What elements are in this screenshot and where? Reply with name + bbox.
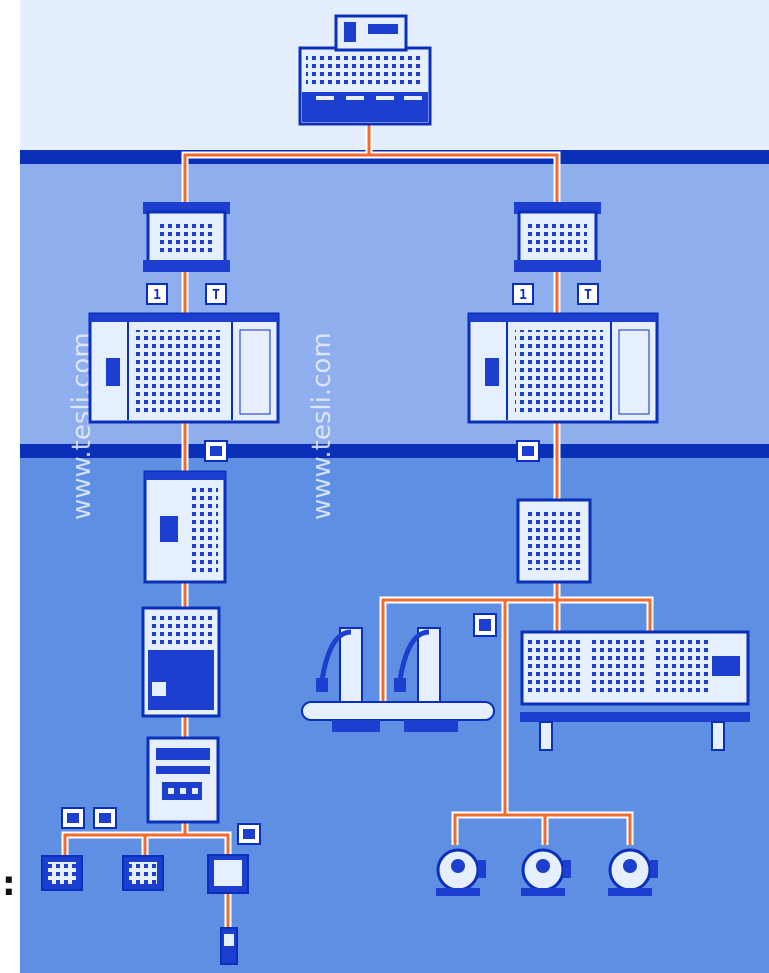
io-module-icon xyxy=(122,855,164,891)
operator-panel-icon xyxy=(146,736,220,824)
connector-badge-icon xyxy=(473,613,497,637)
servo-motor-icon xyxy=(436,848,486,896)
plc-controller-icon xyxy=(298,14,432,126)
drive-module-icon xyxy=(516,498,592,584)
left-edge-marker: : xyxy=(2,864,16,904)
connector-badge-icon: T xyxy=(205,283,227,305)
io-module-icon xyxy=(41,855,83,891)
connector-badge-icon: T xyxy=(577,283,599,305)
switch-cabinet-icon xyxy=(467,312,659,424)
cable-network xyxy=(61,122,654,930)
io-module-icon xyxy=(141,606,221,718)
connector-badge-icon xyxy=(204,440,228,462)
switch-cabinet-icon xyxy=(88,312,280,424)
robot-arm-icon xyxy=(301,627,495,732)
middle-divider xyxy=(20,444,769,458)
bus-coupler-icon xyxy=(514,202,601,272)
watermark-right: www.tesli.com xyxy=(307,332,337,520)
drive-module-icon xyxy=(143,470,227,584)
connector-badge-icon: 1 xyxy=(146,283,168,305)
connector-badge-icon xyxy=(516,440,540,462)
connector-badge-icon xyxy=(237,823,261,845)
svg-text:1: 1 xyxy=(153,288,161,303)
switch-cabinet-icon xyxy=(520,630,750,751)
sensor-icon xyxy=(220,927,238,965)
svg-text:T: T xyxy=(584,288,592,303)
servo-motor-icon xyxy=(608,848,658,896)
bus-coupler-icon xyxy=(143,202,230,272)
svg-text:T: T xyxy=(212,288,220,303)
connector-badge-icon xyxy=(93,807,117,829)
servo-motor-icon xyxy=(521,848,571,896)
io-module-icon xyxy=(207,854,249,894)
svg-text:1: 1 xyxy=(519,288,527,303)
connector-badge-icon xyxy=(61,807,85,829)
connector-badge-icon: 1 xyxy=(512,283,534,305)
